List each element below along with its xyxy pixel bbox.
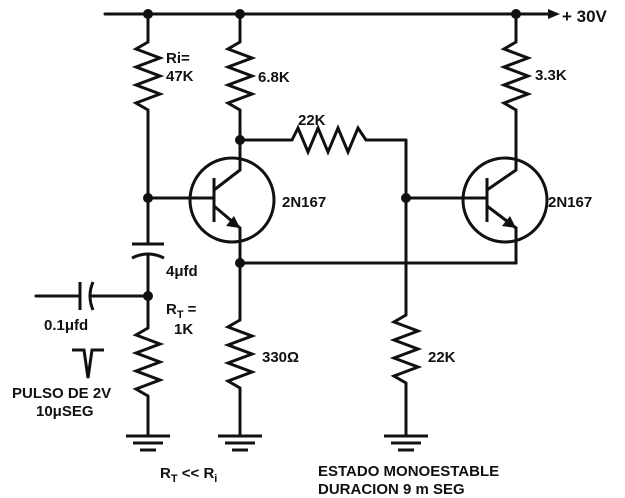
ground-icon [218,434,262,452]
r-collector2-label: 3.3K [535,67,567,84]
pulse-line1: PULSO DE 2V [12,385,111,402]
resistor-base-22k [389,313,423,438]
r-base2-label: 22K [428,349,456,366]
resistor-feedback-22k [235,124,408,317]
capacitor-coupling [131,196,165,298]
transistor-q2 [404,156,549,265]
ground-icon [384,434,428,452]
condition-rhs: R [203,465,214,482]
caption-line1: ESTADO MONOESTABLE [318,463,499,480]
resistor-rt [131,294,165,438]
rt-name: R [166,301,177,318]
ri-name-label: Ri= [166,50,190,67]
q2-label: 2N167 [548,194,592,211]
caption-line2: DURACION 9 m SEG [318,481,465,498]
r-emitter-label: 330Ω [262,349,299,366]
supply-rail: + 30V [103,7,608,26]
capacitor-input [34,281,153,311]
resistor-3k3 [499,12,533,172]
rt-eq: = [188,301,197,318]
c-input-label: 0.1μfd [44,317,88,334]
condition-op: << [178,465,204,482]
pulse-line2: 10μSEG [36,403,94,420]
c-coupling-label: 4μfd [166,263,198,280]
condition-rhs-sub: i [214,473,217,485]
condition-lhs: R [160,465,171,482]
rt-label: RT = [166,301,197,321]
r-feedback-label: 22K [298,112,326,129]
supply-voltage-label: + 30V [562,7,608,26]
condition-label: RT << Ri [160,465,217,485]
rt-sub: T [177,309,184,321]
ri-value-label: 47K [166,68,194,85]
ground-icon [126,434,170,452]
emitter-bus [235,258,518,268]
resistor-ri [131,12,165,200]
rt-value-label: 1K [174,321,193,338]
r-collector1-label: 6.8K [258,69,290,86]
pulse-waveform-icon [72,348,104,379]
q1-label: 2N167 [282,194,326,211]
transistor-q1 [146,138,276,267]
resistor-330 [223,261,257,438]
condition-lhs-sub: T [171,473,178,485]
